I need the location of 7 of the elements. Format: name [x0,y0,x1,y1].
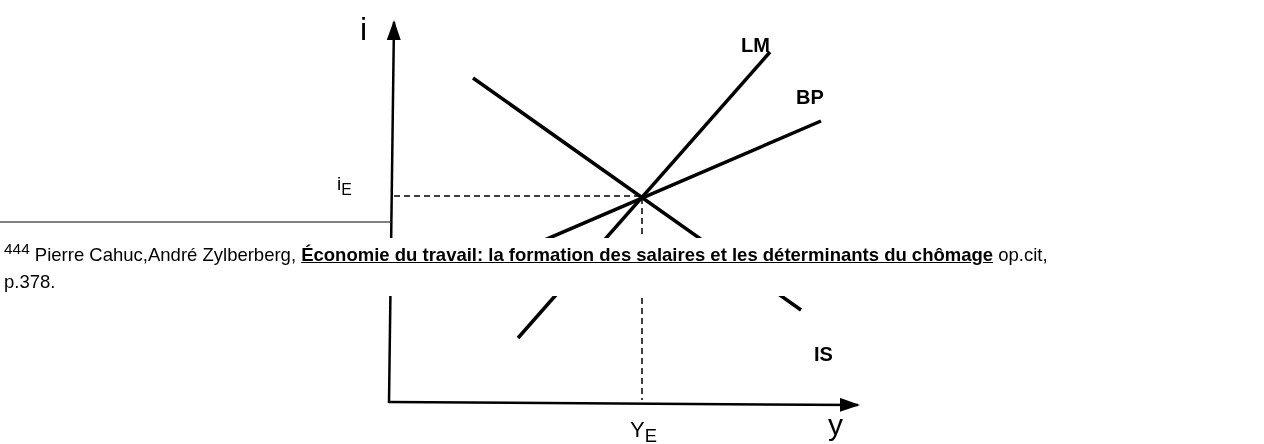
curve-label: IS [814,343,833,365]
axis-label: i [360,12,368,48]
curve-label: LM [741,34,770,56]
curve-label: BP [796,86,824,108]
axis-value-label: i$_{E}$ [337,174,352,199]
axis-value-label: Y$_{E}$ [630,418,657,444]
axis-label: y [828,408,843,441]
